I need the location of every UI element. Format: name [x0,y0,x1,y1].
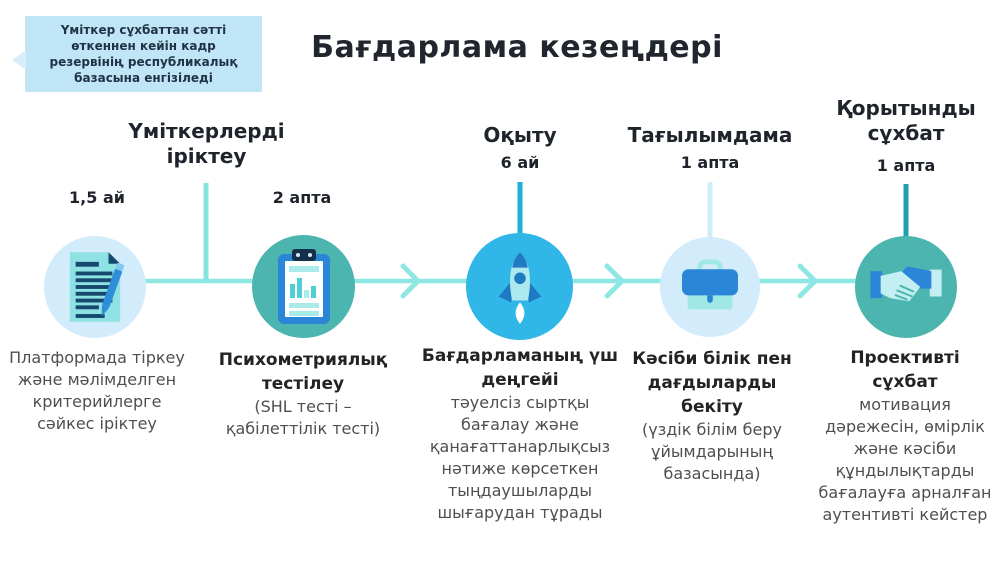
stage-description-title: Бағдарламаның үш деңгейі [421,346,619,390]
stage-circle-training [466,233,573,340]
stage-circle-internship [660,237,760,337]
stage-description-internship: Кәсіби білік пен дағдыларды бекіту (үзді… [627,347,797,485]
callout-tail [12,50,26,70]
stage-heading-internship: Тағылымдама [627,123,793,147]
document-pencil-icon [69,252,124,322]
stage-description-registration: Платформада тіркеу және мәлімделген крит… [2,347,192,435]
duration-label: 1 апта [680,153,740,172]
clipboard-chart-icon [277,248,330,324]
stage-circle-final-interview [855,236,957,338]
stage-heading-training: Оқыту [483,123,557,147]
stage-description-testing: Психометриялық тестілеу (SHL тесті – қаб… [208,348,398,440]
arrowhead-icon [400,263,421,299]
briefcase-icon [682,259,738,310]
handshake-icon [870,266,942,302]
stage-circle-registration [44,236,146,338]
callout-text: Үміткер сұхбаттан сәтті өткеннен кейін к… [49,23,238,85]
stage-heading-selection: Үміткерлерді іріктеу [128,119,285,168]
stage-description-title: Проективті сұхбат [850,348,960,392]
duration-label: 1 апта [876,156,936,175]
duration-label: 1,5 ай [69,188,125,207]
stage-circle-testing [252,235,355,338]
stage-description-final-interview: Проективті сұхбат мотивация дәрежесін, ө… [816,346,994,526]
arrowhead-icon [604,263,625,299]
stage-description-training: Бағдарламаның үш деңгейі тәуелсіз сыртқы… [421,344,619,524]
duration-label: 6 ай [500,153,540,172]
duration-label: 2 апта [272,188,332,207]
stage-description-text: Платформада тіркеу және мәлімделген крит… [9,348,185,433]
stage-description-text: тәуелсіз сыртқы бағалау және қанағаттана… [429,393,611,522]
stage-description-title: Психометриялық тестілеу [218,350,388,394]
callout: Үміткер сұхбаттан сәтті өткеннен кейін к… [12,16,262,92]
stage-description-text: мотивация дәрежесін, өмірлік және кәсіби… [818,395,992,524]
stage-description-title: Кәсіби білік пен дағдыларды бекіту [632,349,792,417]
stage-description-text: (үздік білім беру ұйымдарының базасында) [642,420,782,483]
rocket-icon [498,251,541,324]
arrowhead-icon [797,263,818,299]
stage-description-text: (SHL тесті – қабілеттілік тесті) [225,397,381,438]
stage-heading-final: Қорытынды сұхбат [836,96,976,145]
page-title: Бағдарлама кезеңдері [311,30,723,65]
